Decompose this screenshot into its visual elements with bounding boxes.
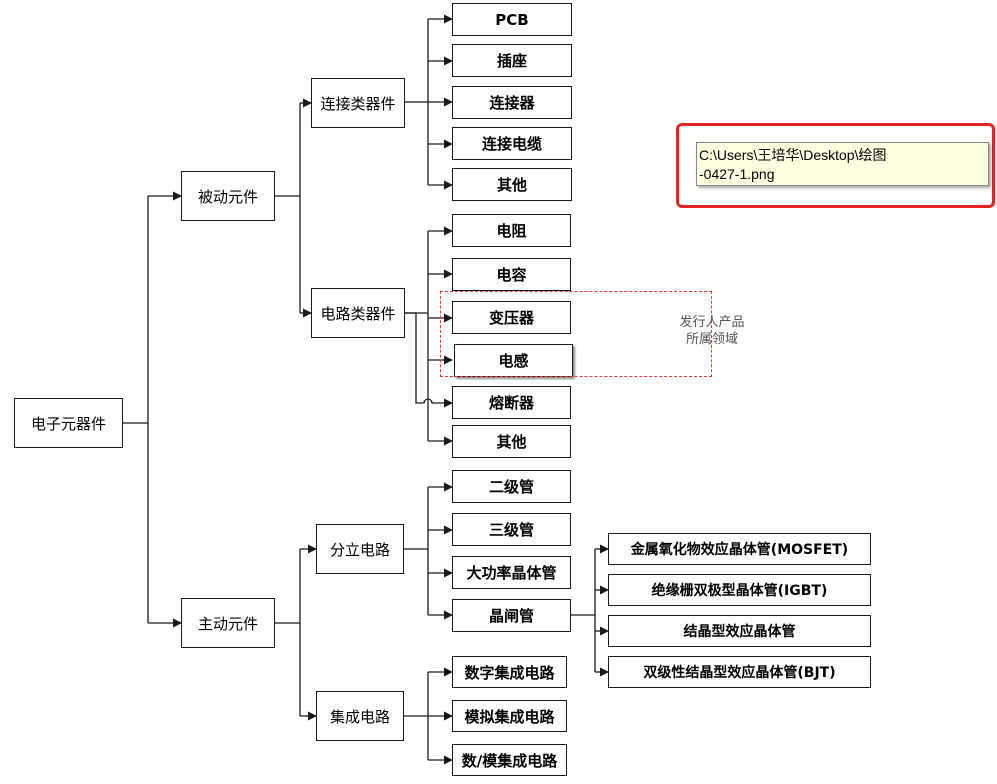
node-label: 熔断器 <box>488 394 534 412</box>
tooltip-line-1: C:\Users\王培华\Desktop\绘图 <box>699 147 887 163</box>
node-pcb: PCB <box>452 3 572 36</box>
annotation-line-1: 发行人产品 <box>679 315 745 330</box>
node-power-transistor: 大功率晶体管 <box>452 556 571 589</box>
node-fuse: 熔断器 <box>452 386 571 419</box>
node-digital-ic: 数字集成电路 <box>452 656 567 688</box>
node-label: 大功率晶体管 <box>466 564 557 582</box>
node-analog-ic: 模拟集成电路 <box>452 700 567 732</box>
node-label: 插座 <box>496 52 527 70</box>
node-label: 电感 <box>498 352 529 370</box>
tooltip-highlight-frame <box>676 123 995 208</box>
node-label: 其他 <box>496 176 527 194</box>
issuer-domain-label: 发行人产品 所属领域 <box>662 314 762 348</box>
node-mixed-ic: 数/模集成电路 <box>452 744 567 776</box>
node-label: 数/模集成电路 <box>461 751 558 770</box>
node-label: 三级管 <box>488 521 534 539</box>
node-other-circuit: 其他 <box>452 425 571 458</box>
node-label: 被动元件 <box>197 187 258 206</box>
node-label: 模拟集成电路 <box>464 707 555 726</box>
node-capacitor: 电容 <box>452 258 571 291</box>
node-label: 绝缘栅双极型晶体管(IGBT) <box>651 583 828 599</box>
node-bjt: 双级性结晶型效应晶体管(BJT) <box>608 656 871 688</box>
issuer-domain-highlight <box>440 291 712 377</box>
node-socket: 插座 <box>452 44 572 77</box>
node-label: 数字集成电路 <box>464 663 555 682</box>
node-label: 电路类器件 <box>320 304 396 323</box>
node-label: 主动元件 <box>197 614 258 633</box>
node-mosfet: 金属氧化物效应晶体管(MOSFET) <box>608 533 871 565</box>
node-root: 电子元器件 <box>14 398 123 448</box>
node-integrated: 集成电路 <box>316 691 404 741</box>
node-label: 变压器 <box>488 309 534 327</box>
tooltip-line-2: -0427-1.png <box>699 166 775 182</box>
node-label: 双级性结晶型效应晶体管(BJT) <box>643 665 836 681</box>
node-jfet: 结晶型效应晶体管 <box>608 615 871 647</box>
node-inductor: 电感 <box>454 344 573 377</box>
node-transformer: 变压器 <box>452 301 571 334</box>
node-passive: 被动元件 <box>181 171 275 221</box>
node-circuit-class: 电路类器件 <box>311 288 405 338</box>
node-label: 其他 <box>496 433 527 451</box>
node-label: 电阻 <box>496 222 527 240</box>
node-connector-cable: 连接电缆 <box>452 127 572 160</box>
node-resistor: 电阻 <box>452 214 571 247</box>
node-label: 晶闸管 <box>488 607 534 625</box>
node-triode: 三级管 <box>452 513 571 546</box>
node-label: 金属氧化物效应晶体管(MOSFET) <box>630 542 849 558</box>
node-connector: 连接器 <box>452 86 572 119</box>
node-label: 连接电缆 <box>481 135 542 153</box>
node-discrete: 分立电路 <box>316 524 404 574</box>
node-label: 结晶型效应晶体管 <box>683 624 796 640</box>
node-label: 集成电路 <box>329 707 390 726</box>
node-label: 二级管 <box>488 478 534 496</box>
node-other-connector: 其他 <box>452 168 572 201</box>
node-label: 电容 <box>496 266 527 284</box>
annotation-line-2: 所属领域 <box>685 332 738 347</box>
node-thyristor: 晶闸管 <box>452 599 571 632</box>
node-active: 主动元件 <box>181 598 275 648</box>
node-label: 电子元器件 <box>30 414 106 433</box>
node-label: 连接器 <box>489 94 535 112</box>
node-label: PCB <box>495 10 529 29</box>
node-label: 分立电路 <box>329 540 390 559</box>
node-diode: 二级管 <box>452 470 571 503</box>
file-path-tooltip: C:\Users\王培华\Desktop\绘图 -0427-1.png <box>696 142 989 186</box>
node-igbt: 绝缘栅双极型晶体管(IGBT) <box>608 574 871 606</box>
node-label: 连接类器件 <box>320 94 396 113</box>
node-connector-class: 连接类器件 <box>311 78 405 128</box>
